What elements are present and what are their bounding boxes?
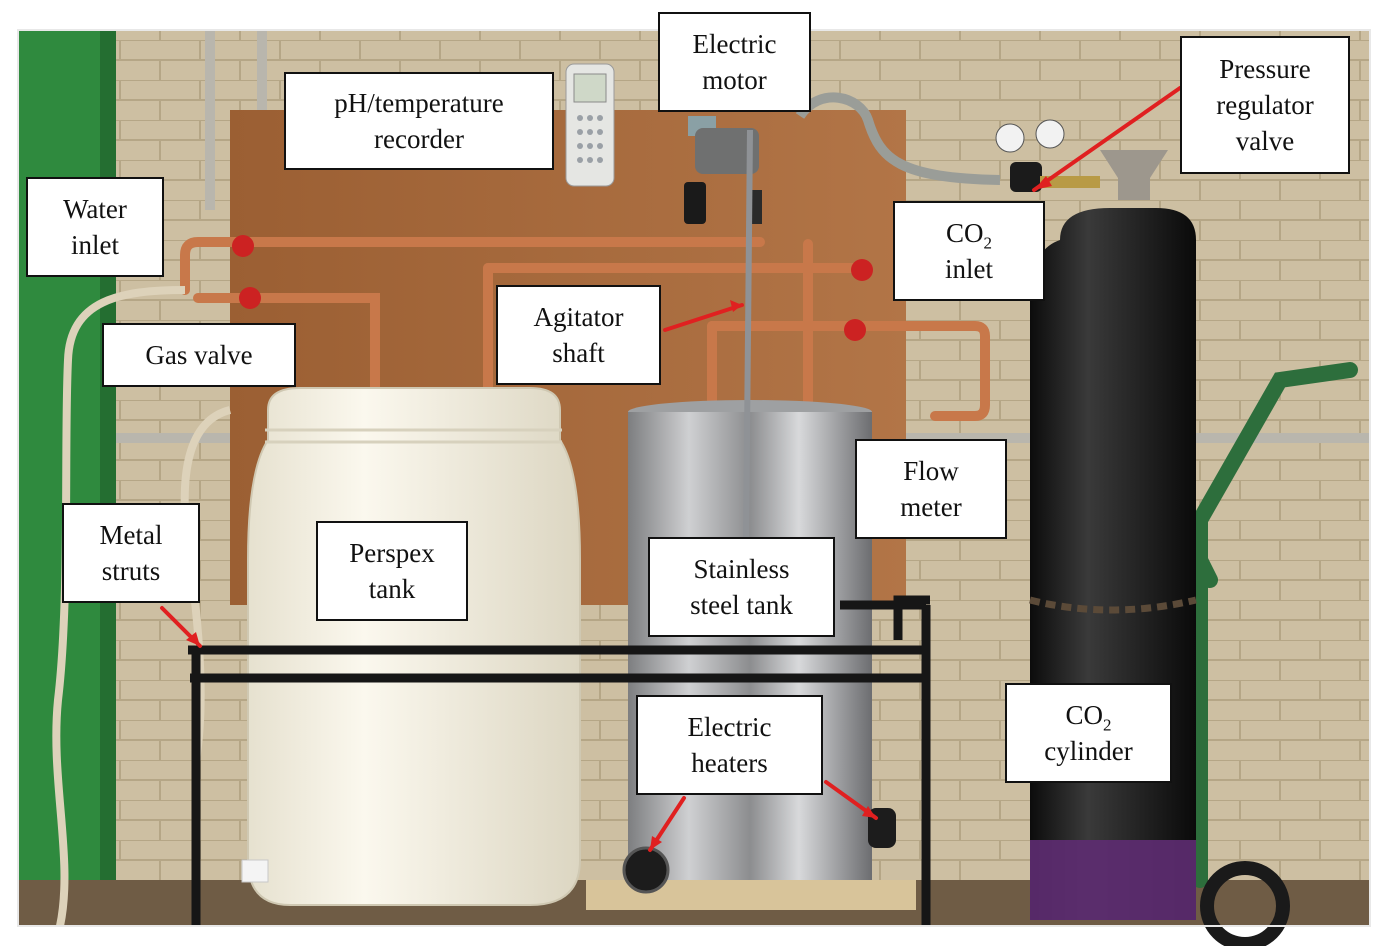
label-electric-heaters-line1: Electric: [687, 712, 772, 742]
label-metal-struts-line1: Metal: [99, 520, 163, 550]
label-agitator-shaft: Agitator shaft: [496, 285, 661, 385]
label-co2-inlet-line1: CO2: [946, 215, 992, 251]
label-water-inlet: Water inlet: [26, 177, 164, 277]
metal-frame: [188, 595, 931, 926]
label-gas-valve: Gas valve: [102, 323, 296, 387]
label-electric-motor: Electric motor: [658, 12, 811, 112]
label-pressure-regulator-line2: regulator: [1216, 90, 1314, 120]
label-water-inlet-line2: inlet: [71, 230, 119, 260]
label-electric-motor-line2: motor: [702, 65, 767, 95]
label-co2-cylinder-line1: CO2: [1065, 697, 1111, 733]
label-pressure-regulator: Pressure regulator valve: [1180, 36, 1350, 174]
pressure-gauges: [995, 119, 1100, 192]
ph-meter-device: [565, 63, 615, 187]
label-electric-heaters-line2: heaters: [691, 748, 768, 778]
label-stainless-tank: Stainless steel tank: [648, 537, 835, 637]
label-ph-recorder: pH/temperature recorder: [284, 72, 554, 170]
agitator-rod: [743, 129, 753, 541]
label-perspex-tank-line1: Perspex: [349, 538, 435, 568]
label-co2-inlet-sub: 2: [983, 233, 993, 253]
grey-hose: [795, 92, 1001, 185]
copper-pipes: [180, 237, 990, 421]
label-co2-cylinder: CO2 cylinder: [1005, 683, 1172, 783]
label-perspex-tank-line2: tank: [368, 574, 416, 604]
label-co2-inlet-line2: inlet: [945, 254, 993, 284]
label-co2-cylinder-line2: cylinder: [1044, 736, 1133, 766]
label-electric-heaters: Electric heaters: [636, 695, 823, 795]
label-pressure-regulator-line3: valve: [1235, 126, 1295, 156]
label-gas-valve-line1: Gas valve: [145, 340, 253, 370]
red-valves: [232, 235, 873, 341]
label-co2-cylinder-chem: CO: [1065, 700, 1103, 730]
label-co2-cylinder-sub: 2: [1103, 715, 1112, 735]
label-stainless-tank-line2: steel tank: [690, 590, 793, 620]
label-ph-recorder-line2: recorder: [374, 124, 464, 154]
label-agitator-shaft-line2: shaft: [552, 338, 605, 368]
label-perspex-tank: Perspex tank: [316, 521, 468, 621]
label-water-inlet-line1: Water: [63, 194, 127, 224]
label-co2-inlet-chem: CO: [945, 218, 984, 248]
label-pressure-regulator-line1: Pressure: [1219, 54, 1311, 84]
label-co2-inlet: CO2 inlet: [893, 201, 1045, 301]
label-stainless-tank-line1: Stainless: [693, 554, 790, 584]
label-flow-meter: Flow meter: [855, 439, 1007, 539]
label-metal-struts-line2: struts: [101, 556, 161, 586]
pointer-arrowheads: [186, 176, 1052, 850]
label-flow-meter-line1: Flow: [903, 456, 959, 486]
label-ph-recorder-line1: pH/temperature: [334, 88, 504, 118]
co2-cylinder-shape: [1029, 150, 1197, 920]
label-metal-struts: Metal struts: [62, 503, 200, 603]
label-flow-meter-line2: meter: [900, 492, 962, 522]
label-electric-motor-line1: Electric: [692, 29, 777, 59]
label-agitator-shaft-line1: Agitator: [533, 302, 624, 332]
